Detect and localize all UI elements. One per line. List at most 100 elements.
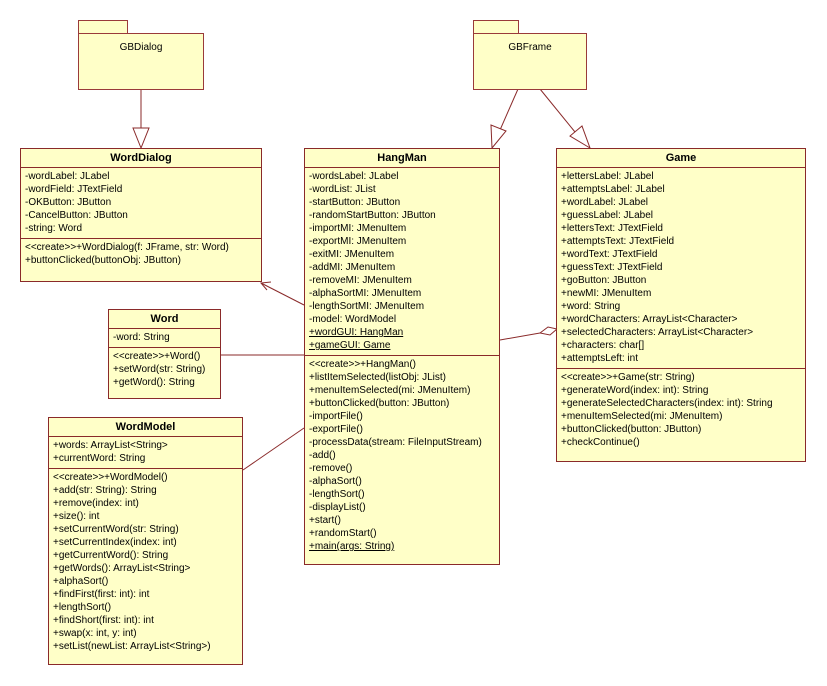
member-row: +characters: char[]	[561, 340, 645, 351]
member-row: +add(str: String): String	[53, 485, 157, 496]
generalization-arrowhead	[569, 125, 591, 150]
operations-section: <<create>>+Word() +setWord(str: String) +g…	[109, 348, 220, 392]
package-name: GBDialog	[119, 42, 163, 53]
class-name: Game	[557, 149, 805, 168]
member-row: -lengthSortMI: JMenuItem	[309, 301, 425, 312]
member-row: +findShort(first: int): int	[53, 615, 154, 626]
association-arrowhead	[259, 281, 272, 291]
class-hangman[interactable]: HangMan -wordsLabel: JLabel-wordList: JL…	[304, 148, 500, 565]
member-row: +menuItemSelected(mi: JMenuItem)	[561, 411, 723, 422]
member-row: +size(): int	[53, 511, 100, 522]
member-row: -CancelButton: JButton	[25, 210, 128, 221]
member-row: +getCurrentWord(): String	[53, 550, 169, 561]
attributes-section: -wordsLabel: JLabel-wordList: JList-star…	[305, 168, 499, 356]
class-name: WordDialog	[21, 149, 261, 168]
member-row: -string: Word	[25, 223, 83, 234]
member-row: +getWord(): String	[113, 377, 195, 388]
member-row: +menuItemSelected(mi: JMenuItem)	[309, 385, 471, 396]
package-tab-gbdialog	[78, 20, 128, 34]
member-row: -processData(stream: FileInputStream)	[309, 437, 482, 448]
member-row: +attemptsLeft: int	[561, 353, 638, 364]
member-row: <<create>>+WordDialog(f: JFrame, str: Wo…	[25, 242, 229, 253]
member-row: -wordsLabel: JLabel	[309, 171, 399, 182]
member-row: -removeMI: JMenuItem	[309, 275, 412, 286]
class-wordmodel[interactable]: WordModel +words: ArrayList<String> +curr…	[48, 417, 243, 665]
attributes-section: +words: ArrayList<String> +currentWord: S…	[49, 437, 242, 469]
member-row: +swap(x: int, y: int)	[53, 628, 137, 639]
member-row: -wordLabel: JLabel	[25, 171, 110, 182]
member-row: +lettersText: JTextField	[561, 223, 663, 234]
member-row: +remove(index: int)	[53, 498, 139, 509]
member-row: +wordText: JTextField	[561, 249, 658, 260]
operations-section: <<create>>+HangMan()+listItemSelected(li…	[305, 356, 499, 556]
member-row: +wordCharacters: ArrayList<Character>	[561, 314, 738, 325]
member-row: -alphaSort()	[309, 476, 362, 487]
composition-hangman-game	[499, 332, 541, 341]
member-row: +buttonClicked(button: JButton)	[561, 424, 702, 435]
member-row: -addMI: JMenuItem	[309, 262, 396, 273]
member-row: +buttonClicked(button: JButton)	[309, 398, 450, 409]
member-row: +currentWord: String	[53, 453, 146, 464]
package-gbdialog[interactable]: GBDialog	[78, 33, 204, 90]
member-row: -exportMI: JMenuItem	[309, 236, 407, 247]
member-row: +attemptsText: JTextField	[561, 236, 675, 247]
member-row: +newMI: JMenuItem	[561, 288, 652, 299]
member-row: +randomStart()	[309, 528, 377, 539]
attributes-section: +lettersLabel: JLabel+attemptsLabel: JLa…	[557, 168, 805, 369]
class-game[interactable]: Game +lettersLabel: JLabel+attemptsLabel…	[556, 148, 806, 462]
member-row: -OKButton: JButton	[25, 197, 112, 208]
member-row: +getWords(): ArrayList<String>	[53, 563, 191, 574]
member-row: <<create>>+Word()	[113, 351, 201, 362]
generalization-hangman-gbframe	[499, 88, 519, 131]
member-row: +listItemSelected(listObj: JList)	[309, 372, 446, 383]
member-row: <<create>>+Game(str: String)	[561, 372, 695, 383]
member-row: -importMI: JMenuItem	[309, 223, 407, 234]
association-hangman-worddialog	[260, 282, 305, 306]
member-row: +setCurrentWord(str: String)	[53, 524, 179, 535]
member-row: +wordLabel: JLabel	[561, 197, 649, 208]
aggregation-diamond	[538, 326, 559, 336]
class-name: Word	[109, 310, 220, 329]
attributes-section: -wordLabel: JLabel -wordField: JTextField…	[21, 168, 261, 239]
member-row: +setList(newList: ArrayList<String>)	[53, 641, 211, 652]
class-word[interactable]: Word -word: String <<create>>+Word() +set…	[108, 309, 221, 399]
class-name: WordModel	[49, 418, 242, 437]
member-row: +generateWord(index: int): String	[561, 385, 709, 396]
member-row: -remove()	[309, 463, 353, 474]
member-row: -exitMI: JMenuItem	[309, 249, 395, 260]
member-row: +guessText: JTextField	[561, 262, 663, 273]
member-row: +alphaSort()	[53, 576, 109, 587]
member-row: +gameGUI: Game	[309, 340, 391, 351]
class-worddialog[interactable]: WordDialog -wordLabel: JLabel -wordField:…	[20, 148, 262, 282]
member-row: +guessLabel: JLabel	[561, 210, 654, 221]
member-row: +checkContinue()	[561, 437, 640, 448]
member-row: +findFirst(first: int): int	[53, 589, 150, 600]
member-row: +setCurrentIndex(index: int)	[53, 537, 177, 548]
member-row: -wordField: JTextField	[25, 184, 123, 195]
association-hangman-wordmodel	[242, 427, 305, 471]
member-row: +word: String	[561, 301, 621, 312]
member-row: +buttonClicked(buttonObj: JButton)	[25, 255, 181, 266]
attributes-section: -word: String	[109, 329, 220, 348]
member-row: -displayList()	[309, 502, 366, 513]
generalization-arrowhead	[132, 127, 150, 150]
member-row: -importFile()	[309, 411, 363, 422]
member-row: +lengthSort()	[53, 602, 112, 613]
member-row: -word: String	[113, 332, 170, 343]
operations-section: <<create>>+WordModel() +add(str: String):…	[49, 469, 242, 656]
member-row: -startButton: JButton	[309, 197, 401, 208]
member-row: +setWord(str: String)	[113, 364, 206, 375]
member-row: +start()	[309, 515, 341, 526]
member-row: +main(args: String)	[309, 541, 395, 552]
member-row: -add()	[309, 450, 336, 461]
member-row: +lettersLabel: JLabel	[561, 171, 654, 182]
operations-section: <<create>>+Game(str: String) +generateWor…	[557, 369, 805, 452]
member-row: +generateSelectedCharacters(index: int):…	[561, 398, 773, 409]
generalization-game-gbframe	[539, 88, 576, 133]
member-row: <<create>>+WordModel()	[53, 472, 168, 483]
member-row: +selectedCharacters: ArrayList<Character…	[561, 327, 754, 338]
class-name: HangMan	[305, 149, 499, 168]
package-gbframe[interactable]: GBFrame	[473, 33, 587, 90]
member-row: +words: ArrayList<String>	[53, 440, 168, 451]
